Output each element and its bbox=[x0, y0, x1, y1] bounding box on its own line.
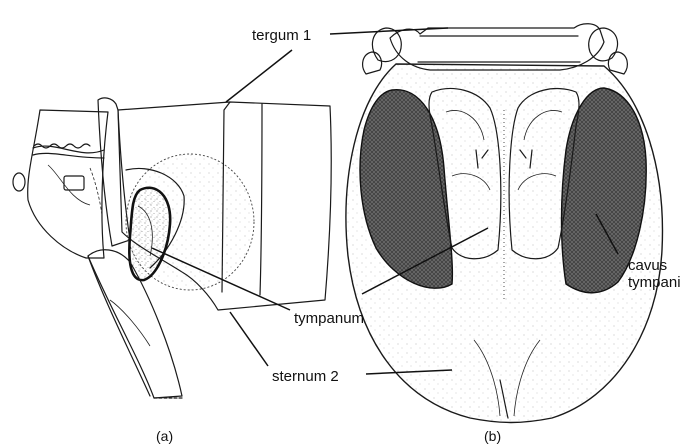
label-sternum-2: sternum 2 bbox=[272, 368, 339, 385]
tergum-bar bbox=[390, 24, 604, 70]
coxa-outline bbox=[28, 110, 108, 258]
label-tympanum: tympanum bbox=[294, 310, 364, 327]
tergum-column bbox=[98, 98, 130, 246]
caption-a: (a) bbox=[156, 428, 173, 444]
leader-tergum-to-a bbox=[226, 50, 292, 102]
label-tympani: tympani bbox=[628, 274, 681, 291]
leader-sternum-to-a bbox=[230, 312, 268, 366]
caption-b: (b) bbox=[484, 428, 501, 444]
panel-a-lateral-view bbox=[13, 98, 331, 398]
leader-tergum-to-b bbox=[330, 28, 448, 34]
panel-b-ventral-view bbox=[346, 24, 662, 423]
label-tergum-1: tergum 1 bbox=[252, 27, 311, 44]
spiracle-knob bbox=[13, 173, 25, 191]
label-cavus: cavus bbox=[628, 257, 667, 274]
